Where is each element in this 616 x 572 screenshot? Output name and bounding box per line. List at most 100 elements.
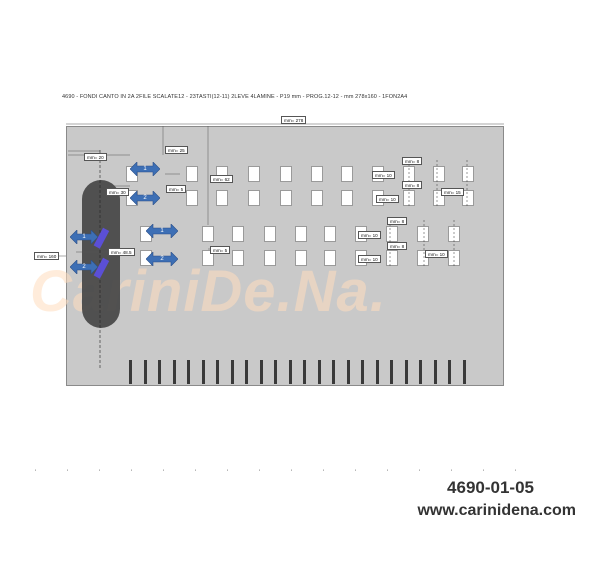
dim-160: mm= 160 [34,252,60,260]
comb-tine [158,360,161,384]
key-slot [202,226,214,242]
key-slot [311,190,323,206]
baseline-tick: ' [35,470,37,476]
arrow-number: 1 [143,166,147,172]
baseline-tick: ' [515,470,517,476]
key-slot [232,226,244,242]
website-url: www.carinidena.com [417,502,576,519]
comb-tine [216,360,219,384]
comb-tine [187,360,190,384]
key-slot [341,166,353,182]
key-slot [232,250,244,266]
key-slot [264,250,276,266]
comb-tine [390,360,393,384]
baseline-tick: ' [259,470,261,476]
comb-tine [143,360,147,384]
key-slot [462,190,474,206]
baseline-tick: ' [163,470,165,476]
key-slot [417,226,429,242]
baseline-tick: ' [483,470,485,476]
key-slot [386,250,398,266]
key-slot [341,190,353,206]
dim-width: mm= 278 [281,116,307,124]
dim-10-a: mm= 10 [372,171,395,179]
key-slot [202,250,214,266]
double-arrow-icon: 2 [145,251,179,267]
double-arrow-icon: 1 [129,161,161,177]
dim-10-c: mm= 10 [358,231,381,239]
key-slot [186,166,198,182]
key-slot [311,166,323,182]
key-slot [386,226,398,242]
dim-8-a: mm= 8 [402,157,423,165]
key-slot [295,250,307,266]
dim-5-top: mm= 5 [166,185,187,193]
dim-8-c: mm= 8 [387,217,408,225]
dim-5-bottom: mm= 5 [210,246,231,254]
comb-tine [201,360,205,384]
dim-10-d: mm= 10 [358,255,381,263]
baseline-tick: ' [227,470,229,476]
baseline-tick: ' [131,470,133,476]
double-arrow-icon: 1 [69,229,99,245]
comb-tine [361,360,364,384]
key-slot [280,190,292,206]
key-slot [433,166,445,182]
double-arrow-icon: 2 [69,259,99,275]
arrow-number: 2 [143,195,147,201]
double-arrow-icon: 1 [145,223,179,239]
baseline-tick: ' [387,470,389,476]
dim-62: mm= 62 [210,175,233,183]
dim-8-d: mm= 8 [387,242,408,250]
comb-tine [274,360,277,384]
arrow-number: 1 [82,234,86,240]
baseline-tick: ' [291,470,293,476]
key-slot [295,226,307,242]
comb-tine [346,360,350,384]
comb-tine [129,360,132,384]
dim-15: mm= 15 [441,188,464,196]
comb-tine [332,360,335,384]
key-slot [216,190,228,206]
comb-tine [404,360,408,384]
dim-10-b: mm= 10 [376,195,399,203]
comb-tine [259,360,263,384]
arrow-number: 2 [160,256,164,262]
key-slot [186,190,198,206]
part-code: 4690-01-05 [447,478,534,497]
comb-tine [245,360,248,384]
dim-10-e: mm= 10 [425,250,448,258]
comb-tine [375,360,379,384]
baseline-tick: ' [451,470,453,476]
baseline-tick: ' [67,470,69,476]
dim-8-b: mm= 8 [402,181,423,189]
baseline-tick: ' [195,470,197,476]
arrow-number: 1 [160,228,164,234]
comb-tine [433,360,437,384]
dim-20: mm= 20 [84,153,107,161]
key-slot [462,166,474,182]
baseline-tick: ' [419,470,421,476]
comb-tine [172,360,176,384]
key-slot [324,250,336,266]
key-slot [248,190,260,206]
comb-tine [462,360,466,384]
dim-30: mm= 30 [106,188,129,196]
comb-tine [448,360,451,384]
baseline-tick: ' [323,470,325,476]
key-slot [280,166,292,182]
dim-48-5: mm= 48.5 [108,248,135,256]
double-arrow-icon: 2 [129,190,161,206]
comb-tine [419,360,422,384]
key-slot [248,166,260,182]
key-slot [264,226,276,242]
comb-tine [230,360,234,384]
comb-tine [317,360,321,384]
comb-tine [288,360,292,384]
dim-25: mm= 25 [165,146,188,154]
drawing-title: 4690 - FONDI CANTO IN 2A 2FILE SCALATE12… [62,94,408,100]
key-slot [324,226,336,242]
arrow-number: 2 [82,264,86,270]
comb-tine [303,360,306,384]
baseline-tick: ' [355,470,357,476]
